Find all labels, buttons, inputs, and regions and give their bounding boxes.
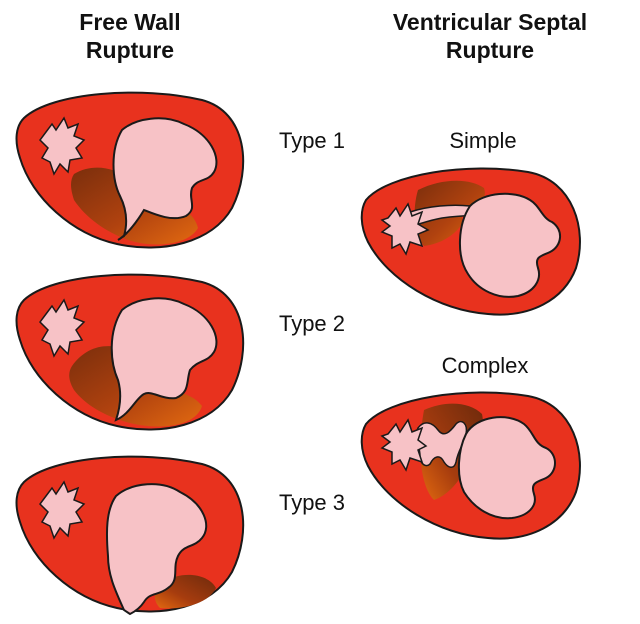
free-wall-type2-heart [15,273,245,431]
type2-label: Type 2 [278,311,346,336]
infarct-zone [69,346,202,427]
left-ventricle-cavity [458,192,561,298]
free-wall-type1-heart [15,91,245,249]
type1-label: Type 1 [278,128,346,153]
free-wall-heading-line2: Rupture [85,37,175,63]
right-ventricle-cavity [39,116,86,176]
complex-label: Complex [441,353,529,378]
septal-heading: Ventricular Septal Rupture [360,8,620,64]
right-ventricle-cavity [380,418,428,472]
septal-heading-line1: Ventricular Septal [392,9,588,35]
septal-heading-line2: Rupture [445,37,535,63]
right-ventricle-cavity [380,202,430,256]
left-ventricle-cavity [112,117,218,241]
simple-label: Simple [449,128,517,153]
free-wall-heading-line1: Free Wall [79,9,181,35]
right-ventricle-cavity [39,298,86,358]
left-ventricle-cavity [458,416,556,520]
septal-complex-heart [360,391,581,540]
left-ventricle-cavity [106,483,208,616]
free-wall-heading: Free Wall Rupture [40,8,220,64]
septal-simple-heart [360,167,581,316]
right-ventricle-cavity [39,480,86,540]
type3-label: Type 3 [278,490,346,515]
free-wall-type3-heart [15,455,245,616]
left-ventricle-cavity [110,297,218,422]
